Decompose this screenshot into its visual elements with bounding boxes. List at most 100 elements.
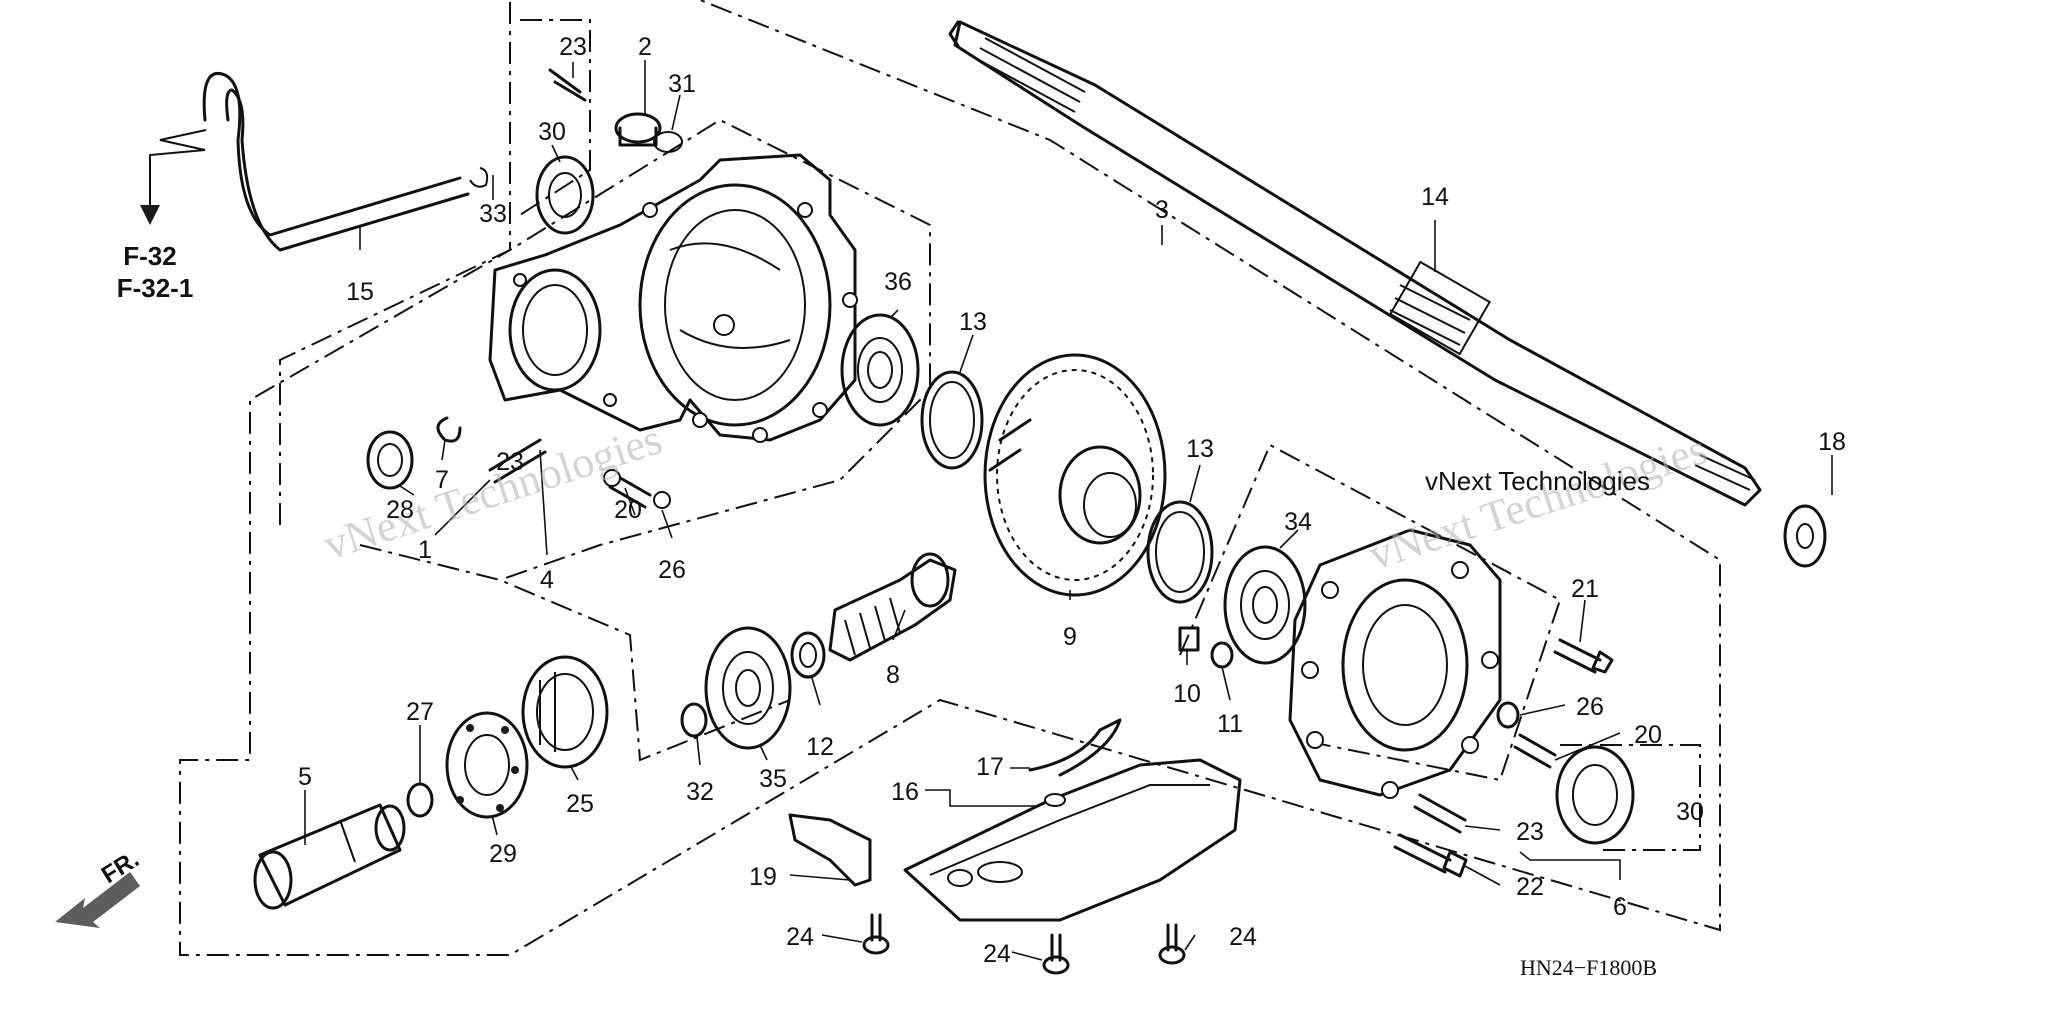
small-washer [1210, 641, 1234, 669]
callout-22: 22 [1516, 873, 1544, 901]
ball-bearing-34 [1223, 545, 1307, 665]
reference-f32[interactable]: F-32 [123, 241, 176, 271]
ball-bearing-35 [704, 626, 792, 750]
seal-subassembly-outline [1560, 744, 1701, 851]
callout-33: 33 [479, 200, 507, 228]
callout-24-left: 24 [786, 923, 814, 951]
callout-30: 30 [538, 118, 566, 146]
callout-21: 21 [1571, 575, 1599, 603]
case-subassembly-outline [279, 118, 931, 581]
bearing-race-25 [521, 655, 609, 769]
cover-hardware [1393, 638, 1614, 878]
assembly-group-outlines [179, 0, 1721, 956]
front-direction-indicator: FR. [55, 846, 144, 928]
callout-26-right: 26 [1576, 693, 1604, 721]
o-ring-27 [406, 782, 434, 818]
callout-14: 14 [1421, 183, 1449, 211]
callout-7: 7 [435, 466, 449, 494]
oil-seal [535, 155, 595, 235]
callout-30-right: 30 [1676, 798, 1704, 826]
callout-32: 32 [686, 778, 714, 806]
callout-2: 2 [638, 33, 652, 61]
callout-9: 9 [1063, 623, 1077, 651]
callout-26-left: 26 [658, 556, 686, 584]
callout-35: 35 [759, 765, 787, 793]
o-ring [653, 131, 683, 153]
leader-lines [304, 60, 1833, 961]
stud-bolt [548, 68, 587, 102]
bracket-19 [788, 813, 872, 887]
gear-case-cover [1288, 528, 1502, 799]
callout-23: 23 [559, 33, 587, 61]
callout-20-left: 20 [614, 496, 642, 524]
callout-5: 5 [298, 763, 312, 791]
pinion-gear [828, 552, 957, 662]
callout-3: 3 [1155, 196, 1169, 224]
callout-numbers: 23 2 31 30 33 15 3 14 18 36 13 13 34 9 8… [298, 33, 1846, 968]
drive-shaft [948, 20, 1827, 568]
callout-27: 27 [406, 698, 434, 726]
breather-tube [202, 72, 489, 252]
case-hardware [366, 68, 683, 509]
callout-6: 6 [1613, 893, 1627, 921]
callout-11: 11 [1217, 710, 1243, 738]
callout-23-left: 23 [496, 448, 524, 476]
circlip [436, 416, 462, 443]
callout-13: 13 [1186, 435, 1214, 463]
callout-15: 15 [346, 278, 374, 306]
thrust-washer [1783, 504, 1827, 568]
callout-23-right: 23 [1516, 818, 1544, 846]
callout-12: 12 [806, 733, 834, 761]
filler-cap [614, 112, 662, 144]
callout-24-middle: 24 [983, 940, 1011, 968]
flange-bolts-24 [862, 913, 1186, 975]
callout-16: 16 [891, 778, 919, 806]
bearing-subassembly-outline [359, 544, 791, 762]
callout-18: 18 [1818, 428, 1846, 456]
callout-34: 34 [1284, 508, 1312, 536]
callout-25: 25 [566, 790, 594, 818]
ring-gear [983, 353, 1167, 597]
needle-bearing [366, 430, 414, 490]
shim-13a [920, 370, 984, 470]
callout-19: 19 [749, 863, 777, 891]
coupling [253, 803, 406, 910]
callout-8: 8 [886, 661, 900, 689]
callout-28: 28 [386, 496, 414, 524]
cover-subassembly-outline [1179, 443, 1562, 782]
callout-24-right: 24 [1229, 923, 1257, 951]
oil-seal-right [1555, 745, 1635, 845]
reference-labels: F-32 F-32-1 [117, 241, 194, 303]
callout-1: 1 [418, 536, 432, 564]
callout-36: 36 [884, 268, 912, 296]
nut-29 [445, 711, 529, 819]
bolt [488, 438, 547, 484]
watermarks: vNext Technologies vNext Technologies vN… [318, 414, 1713, 579]
shim-32 [680, 702, 708, 738]
callout-17: 17 [976, 753, 1004, 781]
reference-arrow [140, 129, 207, 225]
callout-10: 10 [1173, 680, 1201, 708]
shim-13b [1146, 500, 1214, 604]
washer [653, 491, 671, 509]
watermark-small-right: vNext Technologies [1425, 466, 1650, 496]
callout-20-right: 20 [1634, 721, 1662, 749]
dowel-pin [1178, 626, 1200, 652]
watermark-left: vNext Technologies [318, 414, 668, 569]
diagram-code: HN24−F1800B [1520, 955, 1657, 980]
tube-17 [1028, 718, 1122, 777]
callout-31: 31 [668, 70, 696, 98]
ball-bearing-36 [840, 313, 920, 427]
reference-f32-1[interactable]: F-32-1 [117, 273, 194, 303]
callout-29: 29 [489, 840, 517, 868]
front-arrow-icon [55, 872, 140, 928]
top-bracket-outline [519, 19, 591, 216]
callout-4: 4 [540, 566, 554, 594]
watermark-right: vNext Technologies [1363, 424, 1713, 579]
main-assembly-outline [179, 0, 1721, 956]
washer-12 [790, 631, 826, 679]
final-gear-case [488, 153, 858, 443]
skid-plate [903, 758, 1242, 922]
